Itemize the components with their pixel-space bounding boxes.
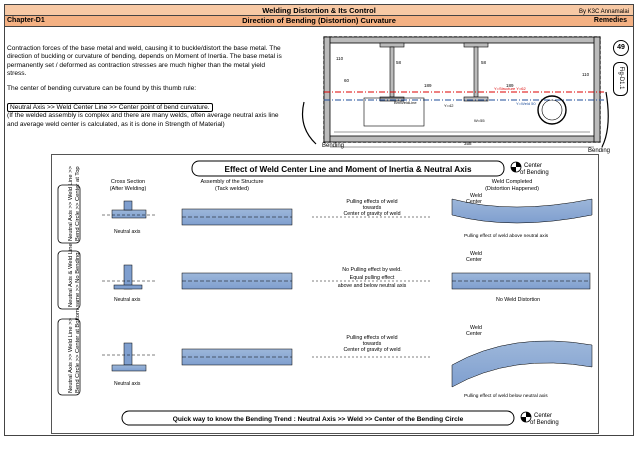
row-center-top: Neutral Axis >> Weld Line >> Bend Circle…: [57, 165, 593, 244]
row-side-label: Neutral Axis & Weld Line: [68, 243, 74, 307]
center-of-bending-label-2: of Bending: [520, 170, 549, 176]
column-header-cross-section: Cross Section: [111, 179, 145, 185]
dim-label: BmWeldLine: [394, 100, 417, 105]
column-header-assembly: Assembly of the Structure: [201, 179, 264, 185]
dim-label: Y=42: [444, 103, 454, 108]
neutral-axis-label: Neutral axis: [114, 381, 141, 387]
pull-text: No Pulling effect by weld.: [342, 267, 401, 273]
pull-text-3: Center of gravity of weld: [343, 347, 400, 353]
weld-center-label-2: Center: [466, 257, 482, 263]
paragraph-thumb-rule: The center of bending curvature can be f…: [7, 85, 197, 92]
footer-center-label-2: of Bending: [530, 420, 559, 426]
footer-center-label: Center: [534, 413, 552, 419]
column-header-cross-section-2: (After Welding): [110, 186, 147, 192]
column-header-completed: Weld Completed: [492, 179, 533, 185]
row-no-bending: Neutral Axis & Weld Line same >> No Bend…: [57, 243, 591, 310]
slide-page: Welding Distortion & Its Control By K3C …: [4, 4, 634, 436]
figure-reference-badge: Fig-D1.1: [613, 62, 628, 96]
neutral-axis-label: Neutral axis: [114, 229, 141, 235]
dim-label: Y=Weld 50: [516, 101, 536, 106]
footer-rule: Quick way to know the Bending Trend : Ne…: [173, 416, 464, 423]
weld-center-label: Weld: [470, 193, 482, 199]
thumb-rule-box: Neutral Axis >> Weld Center Line >> Cent…: [7, 103, 213, 112]
row-side-label-2: Bend Circle >> Center at Top: [75, 166, 81, 241]
paragraph-complex: (If the welded assembly is complex and t…: [7, 112, 279, 128]
dim-label: 58: [396, 60, 402, 65]
pull-text-3: Center of gravity of weld: [343, 211, 400, 217]
page-number-badge: 49: [613, 40, 629, 56]
bending-label-left: Bending: [322, 143, 345, 149]
paragraph-contraction: Contraction forces of the base metal and…: [7, 45, 282, 78]
row-side-label: Neutral Axis >> Weld Line >>: [68, 317, 74, 393]
pull-text-2: Equal pulling effect: [350, 275, 395, 281]
header-author: By K3C Annamalai: [578, 9, 629, 15]
dim-label: 110: [336, 56, 344, 61]
figure-title: Effect of Weld Center Line and Moment of…: [224, 165, 471, 174]
pull-text-2: towards: [363, 205, 382, 211]
dim-label: 60: [344, 78, 350, 83]
center-of-bending-label: Center: [524, 163, 542, 169]
dim-label: 189: [424, 83, 432, 88]
content-frame: [4, 27, 634, 436]
weld-center-label-2: Center: [466, 331, 482, 337]
row-center-bottom: Neutral Axis >> Weld Line >> Bend Circle…: [57, 309, 593, 399]
dim-label: 110: [582, 72, 590, 77]
dim-label: 358: [464, 141, 472, 146]
sub-header-bar: Chapter-D1 Direction of Bending (Distort…: [4, 16, 634, 27]
pull-text-3: above and below neutral axis: [338, 283, 407, 289]
weld-effect-svg: Effect of Weld Center Line and Moment of…: [57, 160, 593, 426]
figure-reference-label: Fig-D1.1: [618, 66, 624, 90]
row-side-label-2: Bend Circle >> Center at Bottom: [75, 309, 81, 393]
pull-text: Pulling effects of weld: [346, 335, 397, 341]
pull-text: Pulling effects of weld: [346, 199, 397, 205]
dim-label: 58: [481, 60, 487, 65]
center-of-bending-icon-footer: [520, 411, 532, 423]
cross-section-drawing: 110 60 58 58 189 189 110 Y=Structure Y=6…: [301, 36, 609, 148]
remedies-label: Remedies: [593, 17, 627, 24]
weld-center-label-2: Center: [466, 199, 482, 205]
dim-label: 189: [506, 83, 514, 88]
column-header-assembly-2: (Tack welded): [215, 186, 249, 192]
pull-text-2: towards: [363, 341, 382, 347]
result-label: Pulling effect of weld above neutral axi…: [464, 233, 549, 239]
weld-center-label: Weld: [470, 325, 482, 331]
neutral-axis-label: Neutral axis: [114, 297, 141, 303]
chapter-label: Chapter-D1: [7, 17, 45, 24]
paragraph-rule: Neutral Axis >> Weld Center Line >> Cent…: [7, 103, 282, 129]
weld-center-label: Weld: [470, 251, 482, 257]
result-label: No Weld Distortion: [496, 297, 540, 303]
dim-label: W=55: [474, 118, 485, 123]
dim-label: Y=Structure Y=62: [494, 86, 527, 91]
result-label: Pulling effect of weld below neutral axi…: [464, 393, 548, 399]
center-of-bending-icon: [510, 161, 522, 173]
header-bar: Welding Distortion & Its Control By K3C …: [4, 4, 634, 16]
column-header-completed-2: (Distortion Happened): [485, 186, 539, 192]
row-side-label: Neutral Axis >> Weld Line >>: [68, 165, 74, 241]
bending-label-right: Bending: [588, 148, 611, 154]
weld-effect-figure: Effect of Weld Center Line and Moment of…: [51, 154, 599, 434]
header-title: Welding Distortion & Its Control: [262, 6, 376, 15]
topic-label: Direction of Bending (Distortion) Curvat…: [242, 16, 396, 25]
row-side-label-2: same >> No Bending: [75, 253, 81, 307]
